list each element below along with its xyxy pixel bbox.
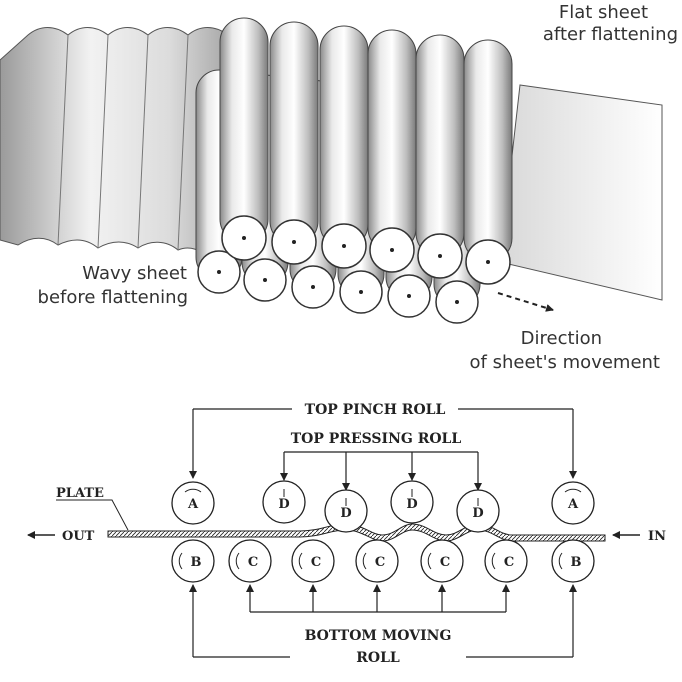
plate-leader-line (56, 499, 129, 531)
top-pressing-roll-1: D (262, 480, 306, 524)
roll-letter: C (248, 555, 258, 570)
bottom-pinch-roll-right: B (551, 539, 595, 583)
bottom-moving-roll-1: C (228, 539, 272, 583)
roll-letter: D (472, 506, 483, 521)
bottom-moving-roll-4: C (420, 539, 464, 583)
top-illustration: Flat sheet after flattening Wavy sheet b… (0, 2, 678, 373)
direction-label-line2: of sheet's movement (470, 352, 660, 373)
roll-letter: D (278, 497, 289, 512)
roll-letter: D (406, 497, 417, 512)
roll-letter: A (567, 497, 579, 512)
roll-letter: B (191, 555, 202, 570)
in-label: IN (648, 529, 666, 544)
schematic: TOP PINCH ROLL TOP PRESSING ROLL PLATE O… (27, 402, 666, 666)
roll-letter: A (187, 497, 199, 512)
top-pressing-roll-2: D (324, 489, 368, 533)
direction-label-line1: Direction (521, 328, 602, 349)
bottom-moving-roll-2: C (291, 539, 335, 583)
flat-sheet-label-line2: after flattening (543, 24, 678, 45)
top-pressing-roll-bracket (280, 451, 482, 491)
plate-label: PLATE (56, 486, 104, 501)
top-roll-group (219, 17, 513, 285)
bottom-moving-roll-bracket (246, 584, 510, 613)
top-pressing-roll-3: D (390, 480, 434, 524)
roll-letter: D (340, 506, 351, 521)
roll-letter: C (311, 555, 321, 570)
roll-letter: C (504, 555, 514, 570)
top-pressing-roll-4: D (456, 489, 500, 533)
bottom-moving-roll-label-line1: BOTTOM MOVING (305, 628, 452, 644)
direction-arrow (497, 292, 554, 312)
roll-letter: C (375, 555, 385, 570)
roll-letter: B (571, 555, 582, 570)
top-pinch-roll-bracket (189, 408, 577, 479)
top-pressing-roll-label: TOP PRESSING ROLL (291, 431, 462, 447)
bottom-moving-roll-5: C (484, 539, 528, 583)
top-pinch-roll-left: A (171, 481, 215, 525)
wavy-sheet-label-line1: Wavy sheet (82, 263, 187, 284)
bottom-moving-roll-label-line2: ROLL (356, 650, 400, 666)
flat-sheet-label-line1: Flat sheet (559, 2, 648, 23)
bottom-pinch-roll-left: B (171, 539, 215, 583)
bottom-moving-roll-3: C (355, 539, 399, 583)
wavy-sheet-label-line2: before flattening (38, 287, 188, 308)
flat-sheet (499, 84, 663, 301)
top-pinch-roll-label: TOP PINCH ROLL (305, 402, 446, 418)
roll-letter: C (440, 555, 450, 570)
top-pinch-roll-right: A (551, 481, 595, 525)
out-label: OUT (62, 529, 95, 544)
